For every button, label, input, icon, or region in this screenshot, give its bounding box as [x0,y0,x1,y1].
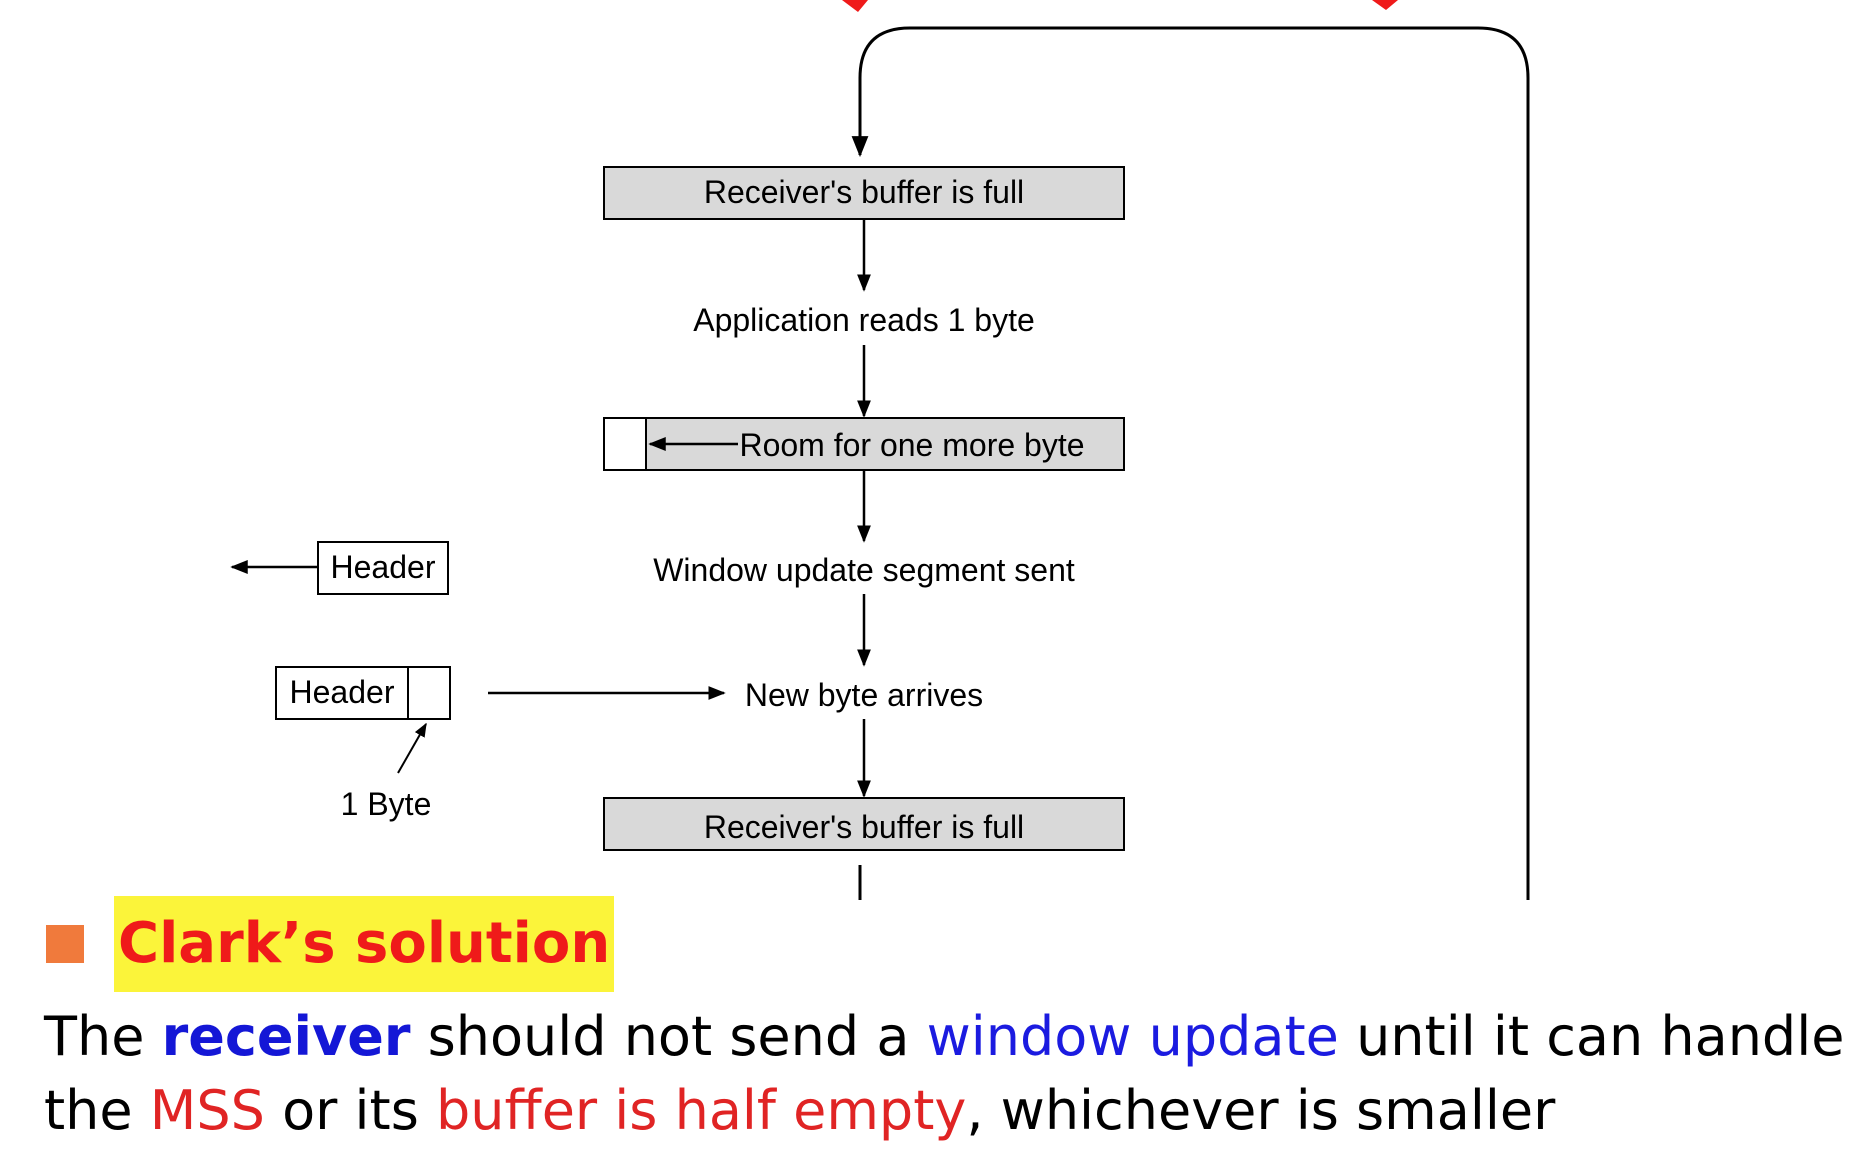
header-arriving-label: Header [290,674,395,710]
one-byte-label: 1 Byte [341,786,432,822]
title-fragment-right [1372,0,1398,10]
header-sent-box [317,541,449,595]
text-segment: , whichever is smaller [966,1079,1556,1142]
text-segment: The [44,1005,162,1068]
loop-back-line [851,26,1530,900]
bullet-square [46,925,84,963]
text-segment: the [44,1079,150,1142]
buffer-full-bottom-box [603,797,1125,851]
room-box-label: Room for one more byte [739,427,1084,463]
buffer-half-empty-term: buffer is half empty [436,1079,967,1142]
window-update-term: window update [926,1005,1339,1068]
text-segment: until it can handle [1338,1005,1845,1068]
explanation-text: The receiver should not send a window up… [44,1000,1864,1148]
explanation-line-2: the MSS or its buffer is half empty, whi… [44,1074,1864,1148]
receiver-term: receiver [161,1005,411,1068]
text-segment: should not send a [410,1005,927,1068]
section-heading: Clark’s solution [114,896,615,992]
empty-byte-slot [603,417,647,471]
new-byte-label: New byte arrives [745,677,983,713]
window-update-label: Window update segment sent [653,552,1075,588]
header-sent-label: Header [331,549,436,585]
buffer-full-top-label: Receiver's buffer is full [704,174,1024,210]
explanation-line-1: The receiver should not send a window up… [44,1000,1864,1074]
header-arriving-box [275,666,451,720]
silly-window-diagram: Receiver's buffer is full Application re… [230,0,1530,900]
title-fragment-left [842,0,868,12]
app-reads-label: Application reads 1 byte [693,302,1035,338]
buffer-full-bottom-label: Receiver's buffer is full [704,809,1024,845]
mss-term: MSS [149,1079,265,1142]
one-byte-pointer [397,722,427,774]
text-segment: or its [264,1079,436,1142]
buffer-full-top-box [603,166,1125,220]
